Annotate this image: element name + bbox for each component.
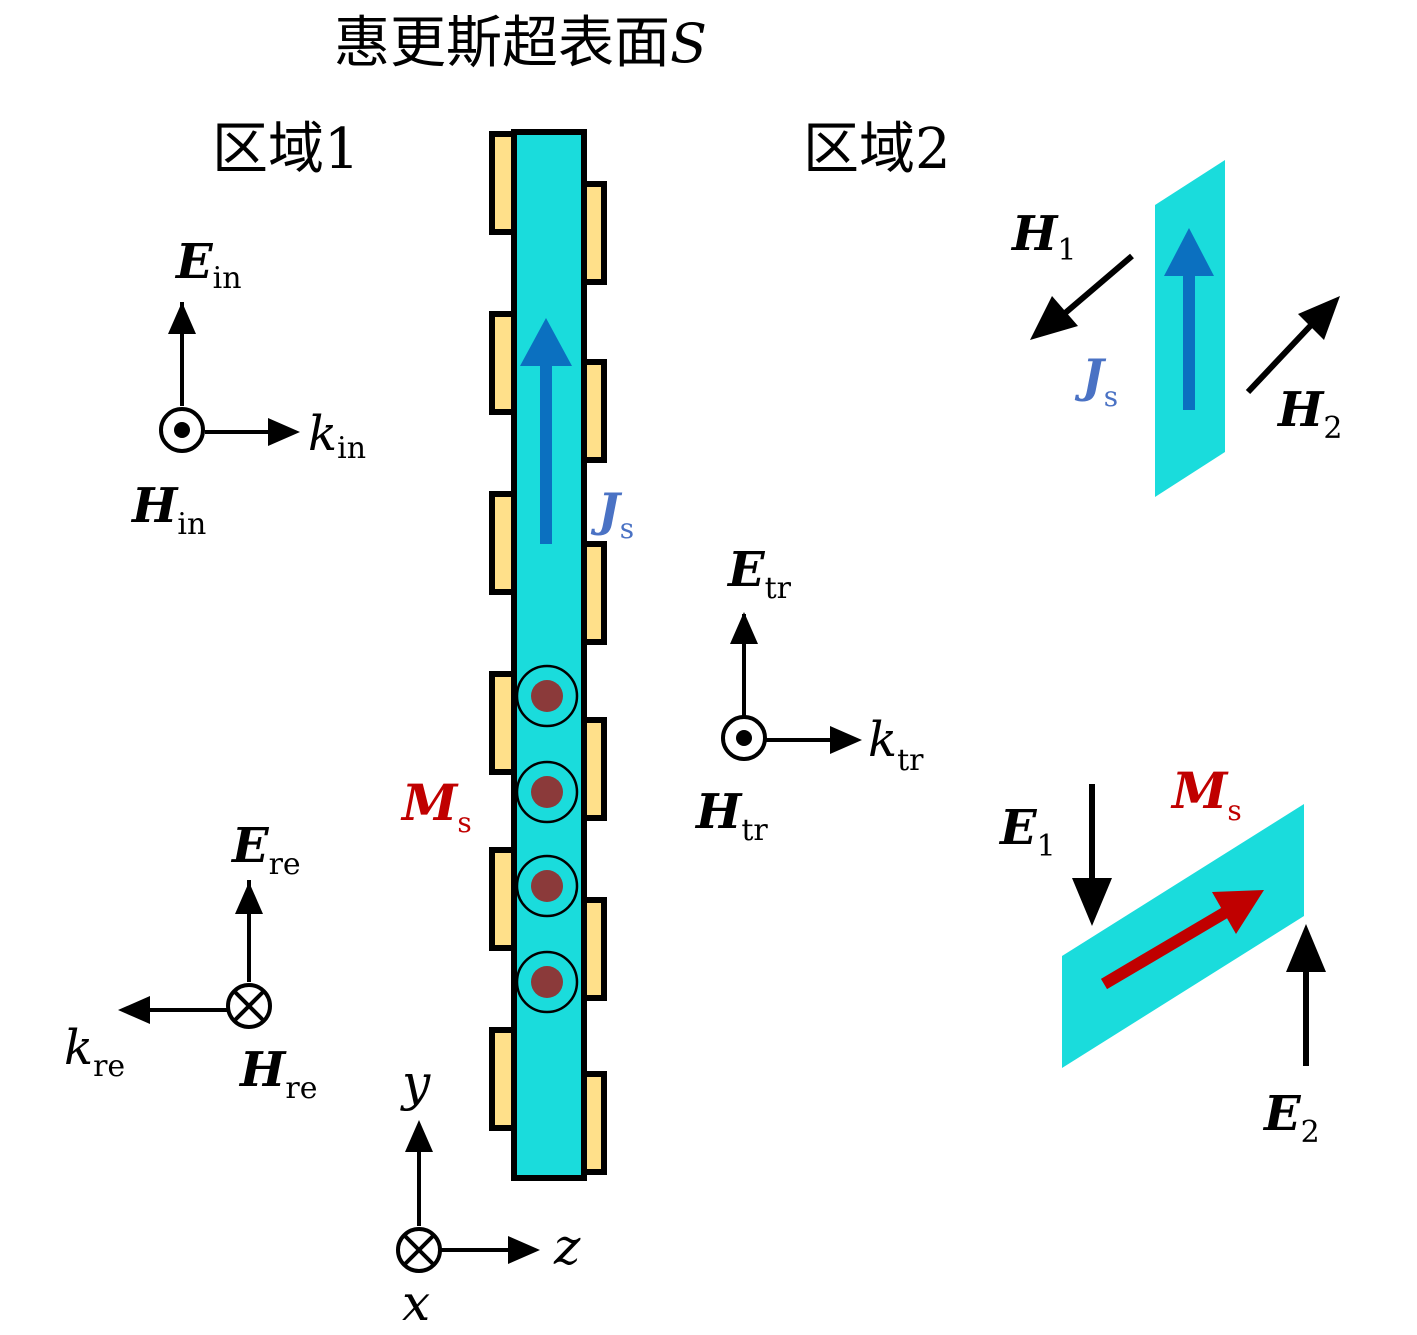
transmitted-wave-triad [721,612,862,761]
ms-label: Ms [400,773,472,839]
out-of-plane-dot-icon [515,854,579,918]
incident-wave-triad [159,302,300,453]
e1-arrow [1072,784,1112,926]
metasurface-slab [489,129,607,1181]
inset-ms-arrow [1100,890,1264,990]
region-2-label: 区域2 [803,117,951,182]
into-page-cross-icon [226,983,272,1029]
h-re-label: Hre [238,1042,317,1106]
unit-cell [489,1027,517,1131]
x-axis-label: x [402,1274,430,1330]
k-re-label: kre [64,1020,125,1084]
inset-js-label: Js [1074,349,1118,413]
inset-ms-label: Ms [1170,761,1242,827]
e-in-label: Ein [174,234,242,296]
h1-arrow [1030,253,1134,340]
magnetic-sheet-inset [1062,784,1326,1068]
h2-label: H2 [1276,382,1342,446]
out-of-page-dot-icon [721,715,767,761]
y-axis-label: y [400,1054,431,1112]
k-in-label: kin [308,406,366,466]
electric-sheet-inset [1030,160,1340,497]
coordinate-axes [396,1120,540,1273]
unit-cell [489,311,517,415]
inset-js-arrow [1164,228,1214,410]
js-label: Js [590,483,634,545]
left-unit-cells [489,131,517,1131]
e2-arrow [1286,924,1326,1066]
h-in-label: Hin [130,478,206,542]
h1-label: H1 [1010,206,1076,268]
region-1-label: 区域1 [212,117,360,182]
slab-body [511,129,587,1181]
title-label: 惠更斯超表面S [334,11,707,76]
e-re-label: Ere [230,818,301,882]
e2-label: E2 [1262,1086,1320,1150]
k-tr-label: ktr [868,712,924,778]
h-tr-label: Htr [694,784,768,848]
out-of-plane-dot-icon [515,664,579,728]
magnetic-current-dots [515,664,579,1014]
electric-current-arrow [520,318,572,544]
x-axis-into-page-icon [396,1227,442,1273]
unit-cell [489,491,517,595]
e1-label: E1 [998,800,1056,864]
reflected-wave-triad [118,880,272,1029]
h2-arrow [1245,296,1340,395]
unit-cell [489,671,517,775]
unit-cell [489,847,517,951]
e-tr-label: Etr [726,542,792,606]
out-of-plane-dot-icon [515,760,579,824]
out-of-page-dot-icon [159,407,205,453]
unit-cell [489,131,517,235]
z-axis-label: z [553,1218,581,1276]
out-of-plane-dot-icon [515,950,579,1014]
